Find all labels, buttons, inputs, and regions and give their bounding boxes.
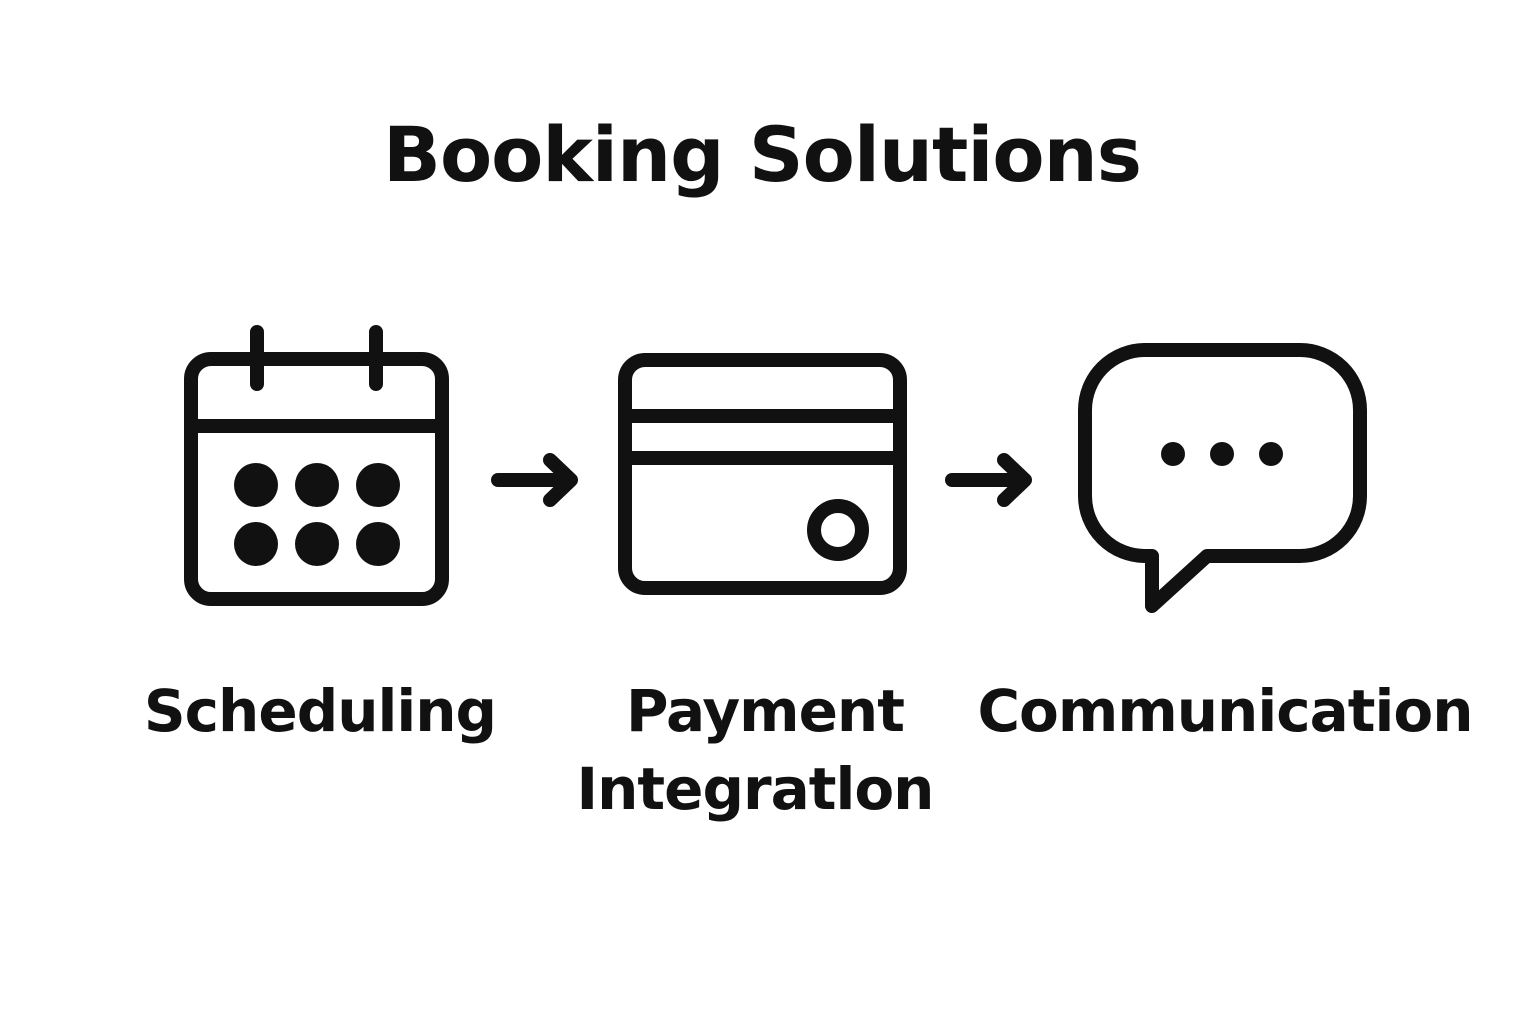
calendar-icon — [184, 325, 449, 606]
arrow-icon — [491, 453, 578, 507]
step-label-payment: Payment — [626, 677, 905, 745]
speech-bubble-icon — [1078, 343, 1367, 613]
diagram-title: Booking Solutions — [383, 110, 1142, 199]
credit-card-icon — [618, 353, 907, 595]
arrow-icon — [945, 453, 1032, 507]
step-label-scheduling: Scheduling — [143, 677, 497, 745]
step-label-integration: Integratlon — [576, 755, 935, 823]
step-label-communication: Communication — [977, 677, 1473, 745]
